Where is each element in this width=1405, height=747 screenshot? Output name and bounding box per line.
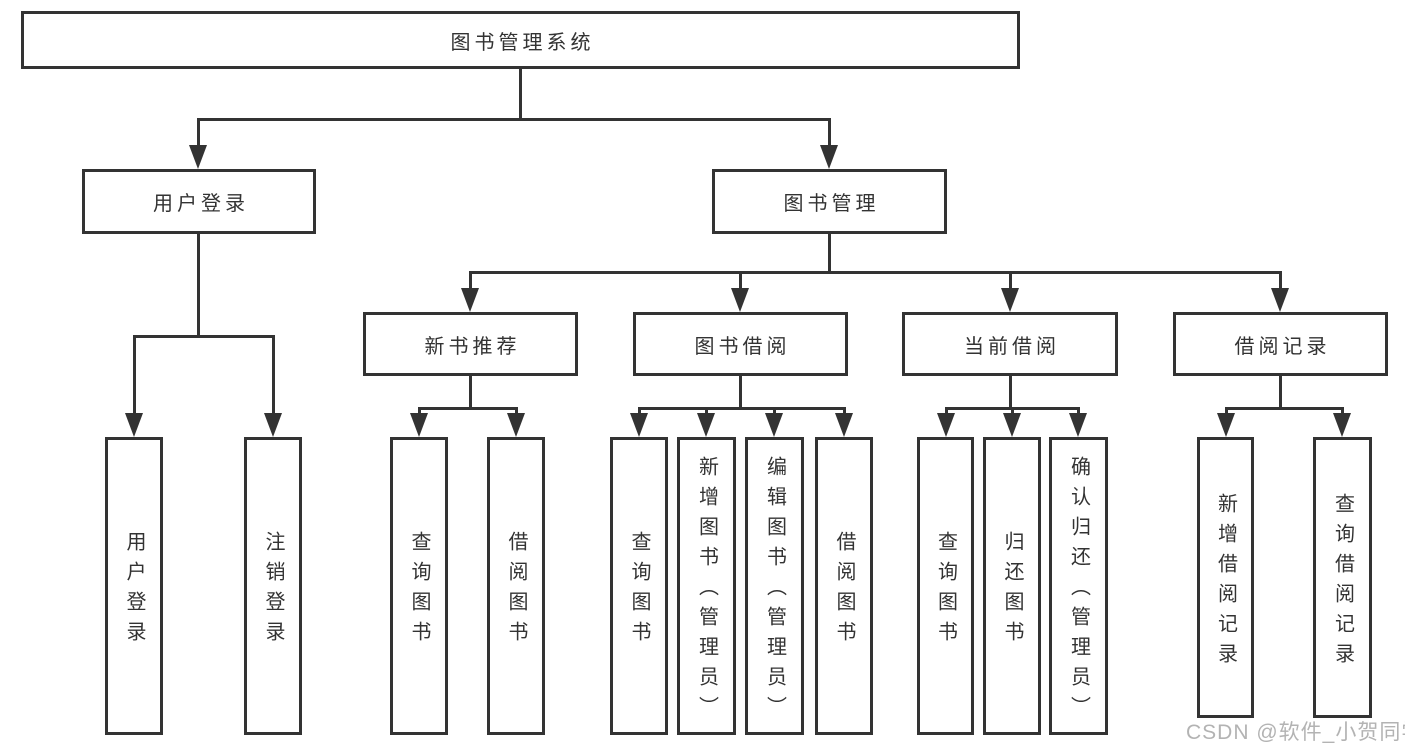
node-user-login: 用户登录: [82, 169, 316, 234]
connector-line: [638, 407, 846, 410]
node-label: 图书借阅: [694, 335, 791, 358]
leaf-label: 归还图书: [1001, 531, 1023, 651]
node-borrowing-records: 借阅记录: [1173, 312, 1388, 376]
arrow-down-icon: [1003, 407, 1021, 437]
leaf-borrow-books: 借阅图书: [487, 437, 545, 735]
leaf-confirm-return-admin: 确认归还（管理员）: [1049, 437, 1108, 735]
arrow-down-icon: [820, 118, 838, 169]
arrow-down-icon: [1333, 407, 1351, 437]
leaf-query-borrow-record: 查询借阅记录: [1313, 437, 1372, 718]
node-label: 图书管理系统: [450, 31, 595, 54]
leaf-label: 确认归还（管理员）: [1067, 456, 1090, 726]
connector-line: [469, 376, 472, 409]
leaf-borrow-books: 借阅图书: [815, 437, 873, 735]
leaf-add-books-admin: 新增图书（管理员）: [677, 437, 736, 735]
leaf-label: 编辑图书（管理员）: [763, 456, 786, 726]
connector-line: [197, 234, 200, 337]
arrow-down-icon: [731, 271, 749, 312]
node-label: 图书管理: [783, 193, 880, 215]
leaf-label: 查询借阅记录: [1331, 492, 1354, 673]
arrow-down-icon: [697, 407, 715, 437]
connector-line: [469, 271, 1282, 274]
arrow-down-icon: [410, 407, 428, 437]
leaf-return-books: 归还图书: [983, 437, 1041, 735]
leaf-label: 用户登录: [123, 531, 145, 651]
node-current-borrowing: 当前借阅: [902, 312, 1118, 376]
leaf-label: 新增图书（管理员）: [695, 456, 718, 726]
leaf-label: 新增借阅记录: [1214, 492, 1237, 673]
leaf-label: 注销登录: [262, 531, 284, 651]
leaf-label: 查询图书: [628, 531, 650, 651]
arrow-down-icon: [1001, 271, 1019, 312]
leaf-query-books: 查询图书: [610, 437, 668, 735]
leaf-edit-books-admin: 编辑图书（管理员）: [745, 437, 804, 735]
node-label: 当前借阅: [964, 335, 1060, 358]
node-book-borrowing: 图书借阅: [633, 312, 848, 376]
connector-line: [418, 407, 518, 410]
connector-line: [739, 376, 742, 409]
arrow-down-icon: [461, 271, 479, 312]
connector-line: [828, 234, 831, 274]
connector-line: [519, 69, 522, 121]
connector-line: [197, 118, 831, 121]
leaf-label: 借阅图书: [833, 531, 855, 651]
arrow-down-icon: [189, 118, 207, 169]
leaf-label: 借阅图书: [505, 531, 527, 651]
arrow-down-icon: [765, 407, 783, 437]
csdn-watermark: CSDN @软件_小贺同学: [1186, 721, 1405, 744]
node-label: 新书推荐: [424, 335, 521, 358]
arrow-down-icon: [507, 407, 525, 437]
node-new-book-recommendation: 新书推荐: [363, 312, 578, 376]
connector-line: [1225, 407, 1344, 410]
node-library-management-system: 图书管理系统: [21, 11, 1020, 69]
leaf-query-books: 查询图书: [390, 437, 448, 735]
node-book-management: 图书管理: [712, 169, 947, 234]
arrow-down-icon: [937, 407, 955, 437]
connector-line: [1279, 376, 1282, 409]
arrow-down-icon: [1069, 407, 1087, 437]
arrow-down-icon: [835, 407, 853, 437]
arrow-down-icon: [630, 407, 648, 437]
leaf-logout: 注销登录: [244, 437, 302, 735]
node-label: 借阅记录: [1234, 335, 1331, 358]
connector-line: [1009, 376, 1012, 409]
arrow-down-icon: [1217, 407, 1235, 437]
arrow-down-icon: [264, 335, 282, 437]
leaf-query-books: 查询图书: [917, 437, 974, 735]
leaf-label: 查询图书: [408, 531, 430, 651]
leaf-label: 查询图书: [934, 531, 957, 651]
connector-line: [133, 335, 275, 338]
leaf-user-login: 用户登录: [105, 437, 163, 735]
leaf-add-borrow-record: 新增借阅记录: [1197, 437, 1254, 718]
arrow-down-icon: [125, 335, 143, 437]
arrow-down-icon: [1271, 271, 1289, 312]
node-label: 用户登录: [153, 193, 249, 215]
